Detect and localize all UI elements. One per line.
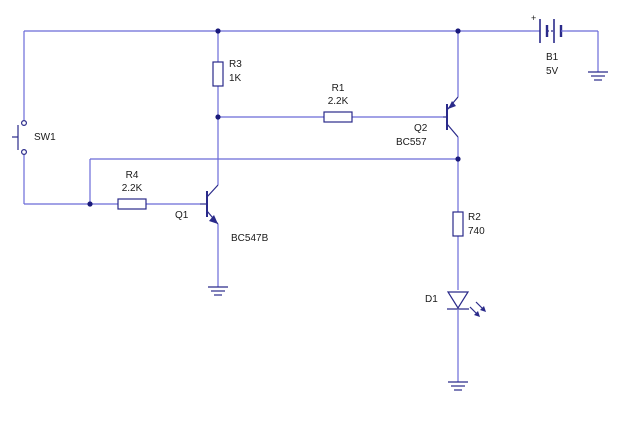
switch-terminal (21, 149, 28, 156)
r2-body (452, 211, 464, 237)
junction-dot (215, 28, 221, 34)
q1-collector-lead (206, 184, 219, 198)
b1-polarity: + (531, 13, 536, 23)
battery-b1: + B1 5V (531, 13, 567, 77)
ground-led (448, 381, 468, 391)
r4-value: 2.2K (122, 183, 143, 194)
d1-body (446, 291, 470, 310)
sw1-label: SW1 (34, 132, 56, 143)
ground-q1 (208, 286, 228, 296)
q2-part: BC557 (396, 137, 427, 148)
d1-light-arrowhead-icon (480, 306, 486, 312)
resistor-r1: R1 2.2K (323, 83, 353, 123)
r1-label: R1 (332, 83, 345, 94)
junction-dot (215, 114, 221, 120)
r3-body (212, 61, 224, 87)
r1-value: 2.2K (328, 96, 349, 107)
led-d1: D1 (425, 291, 486, 317)
junctions (87, 28, 461, 207)
r4-body (117, 198, 147, 210)
resistor-r4: R4 2.2K (117, 170, 147, 210)
resistor-r2: R2 740 (452, 211, 485, 237)
junction-dot (455, 28, 461, 34)
r3-label: R3 (229, 59, 242, 70)
transistor-q2: Q2 BC557 (396, 96, 459, 148)
resistor-r3: R3 1K (212, 59, 242, 87)
r2-value: 740 (468, 226, 485, 237)
q2-label: Q2 (414, 123, 428, 134)
wires (23, 30, 599, 382)
r1-body (323, 111, 353, 123)
b1-label: B1 (546, 52, 559, 63)
junction-dot (455, 156, 461, 162)
q1-emitter-arrow-icon (209, 215, 218, 224)
switch-sw1: SW1 (12, 119, 56, 156)
ground-battery (588, 71, 608, 81)
r2-label: R2 (468, 212, 481, 223)
r4-label: R4 (126, 170, 139, 181)
transistor-q1: Q1 BC547B (175, 184, 269, 244)
d1-light-arrowhead-icon (474, 311, 480, 317)
d1-label: D1 (425, 294, 438, 305)
junction-dot (87, 201, 93, 207)
switch-terminal (21, 119, 28, 126)
q1-label: Q1 (175, 210, 189, 221)
q2-collector-lead (446, 123, 459, 138)
q1-part: BC547B (231, 233, 269, 244)
b1-value: 5V (546, 66, 559, 77)
r3-value: 1K (229, 73, 242, 84)
q2-emitter-arrow-icon (448, 101, 456, 109)
